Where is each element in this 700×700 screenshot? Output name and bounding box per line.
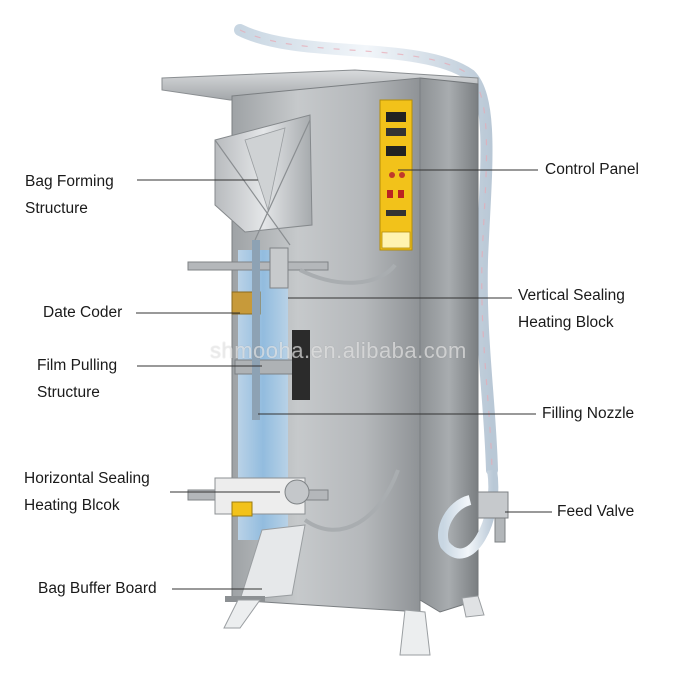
label-control-panel: Control Panel (545, 161, 639, 178)
bag-buffer-board (239, 524, 306, 601)
front-leg (399, 609, 431, 656)
control-panel (379, 99, 413, 251)
label-horizontal-sealing-heating-block: Horizontal Sealing Heating Blcok (24, 470, 150, 514)
watermark: shmooha.en.alibaba.com (210, 338, 467, 363)
filling-nozzle (252, 240, 260, 420)
label-vertical-sealing-heating-block: Vertical Sealing Heating Block (518, 287, 625, 331)
label-feed-valve: Feed Valve (557, 503, 635, 520)
label-date-coder: Date Coder (43, 304, 123, 321)
label-film-pulling-structure: Film Pulling Structure (37, 357, 118, 401)
rear-leg (461, 595, 485, 618)
label-bag-buffer-board: Bag Buffer Board (38, 580, 157, 597)
label-bag-forming-structure: Bag Forming Structure (25, 173, 114, 217)
feed-valve (477, 491, 509, 519)
left-leg (223, 599, 261, 629)
label-filling-nozzle: Filling Nozzle (542, 405, 635, 422)
